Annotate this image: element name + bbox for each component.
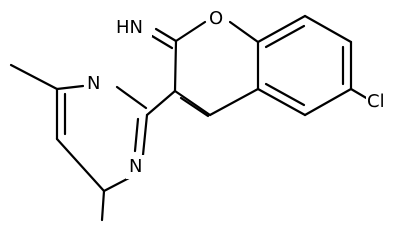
pyrimidine-bond-2 [55,137,106,193]
imine-label-background [116,15,152,37]
pyrimidine-bond-4 [141,113,149,157]
pyrimidine-bond-3 [102,176,131,193]
chlorine-bond [349,87,370,101]
chromene-bond-4 [228,20,260,44]
pyrimidine-bond-4-inner [133,117,140,153]
benzene-bond-1 [256,14,307,44]
pyrimidine-n-top-background [84,72,104,96]
pyrimidine-bond-6 [55,84,85,91]
pyrimidine-n-bottom-background [126,155,146,179]
chromene-bond-3 [174,20,207,43]
benzene-bond-5-inner [264,82,306,107]
imine-double-bond-1 [154,27,178,43]
imine-label: HN [116,17,143,38]
pyrimidine-n-bottom-label: N [129,156,142,177]
benzene-bond-2 [303,14,353,44]
oxygen-label: O [209,8,223,29]
chlorine-label-background [366,89,396,113]
pyrimidine-n-top-label: N [87,73,100,94]
ring-link-bond [145,89,177,117]
pyrimidine-bond-5 [115,85,148,110]
benzene-bond-4 [303,87,353,117]
chlorine-label: Cl [367,91,385,112]
chromene-bond-1 [173,89,212,117]
chromene-bond-6 [208,87,260,117]
methyl-bond-bottom [100,189,106,222]
benzene-bond-1-inner [264,24,306,49]
imine-double-bond-2 [150,34,174,50]
methyl-bond-top [9,63,59,91]
chromene-bond-2 [173,39,178,93]
oxygen-label-background [207,6,229,30]
benzene-bond-5 [256,87,307,117]
chromene-bond-1-inner [179,96,210,118]
